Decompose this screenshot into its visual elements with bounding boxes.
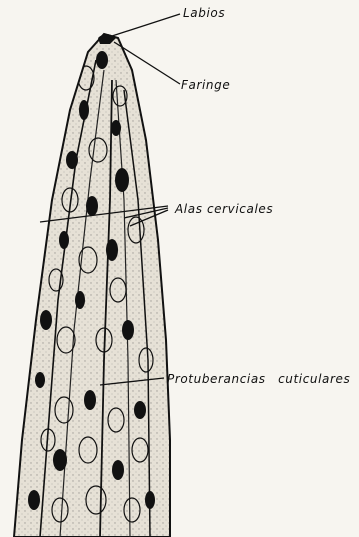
label-labios: Labios bbox=[183, 6, 225, 20]
leader-labios bbox=[112, 14, 180, 36]
label-protuberancias-cuticulares: Protuberancias cuticulares bbox=[167, 372, 350, 386]
label-faringe: Faringe bbox=[181, 78, 230, 92]
label-alas-cervicales: Alas cervicales bbox=[175, 202, 273, 216]
